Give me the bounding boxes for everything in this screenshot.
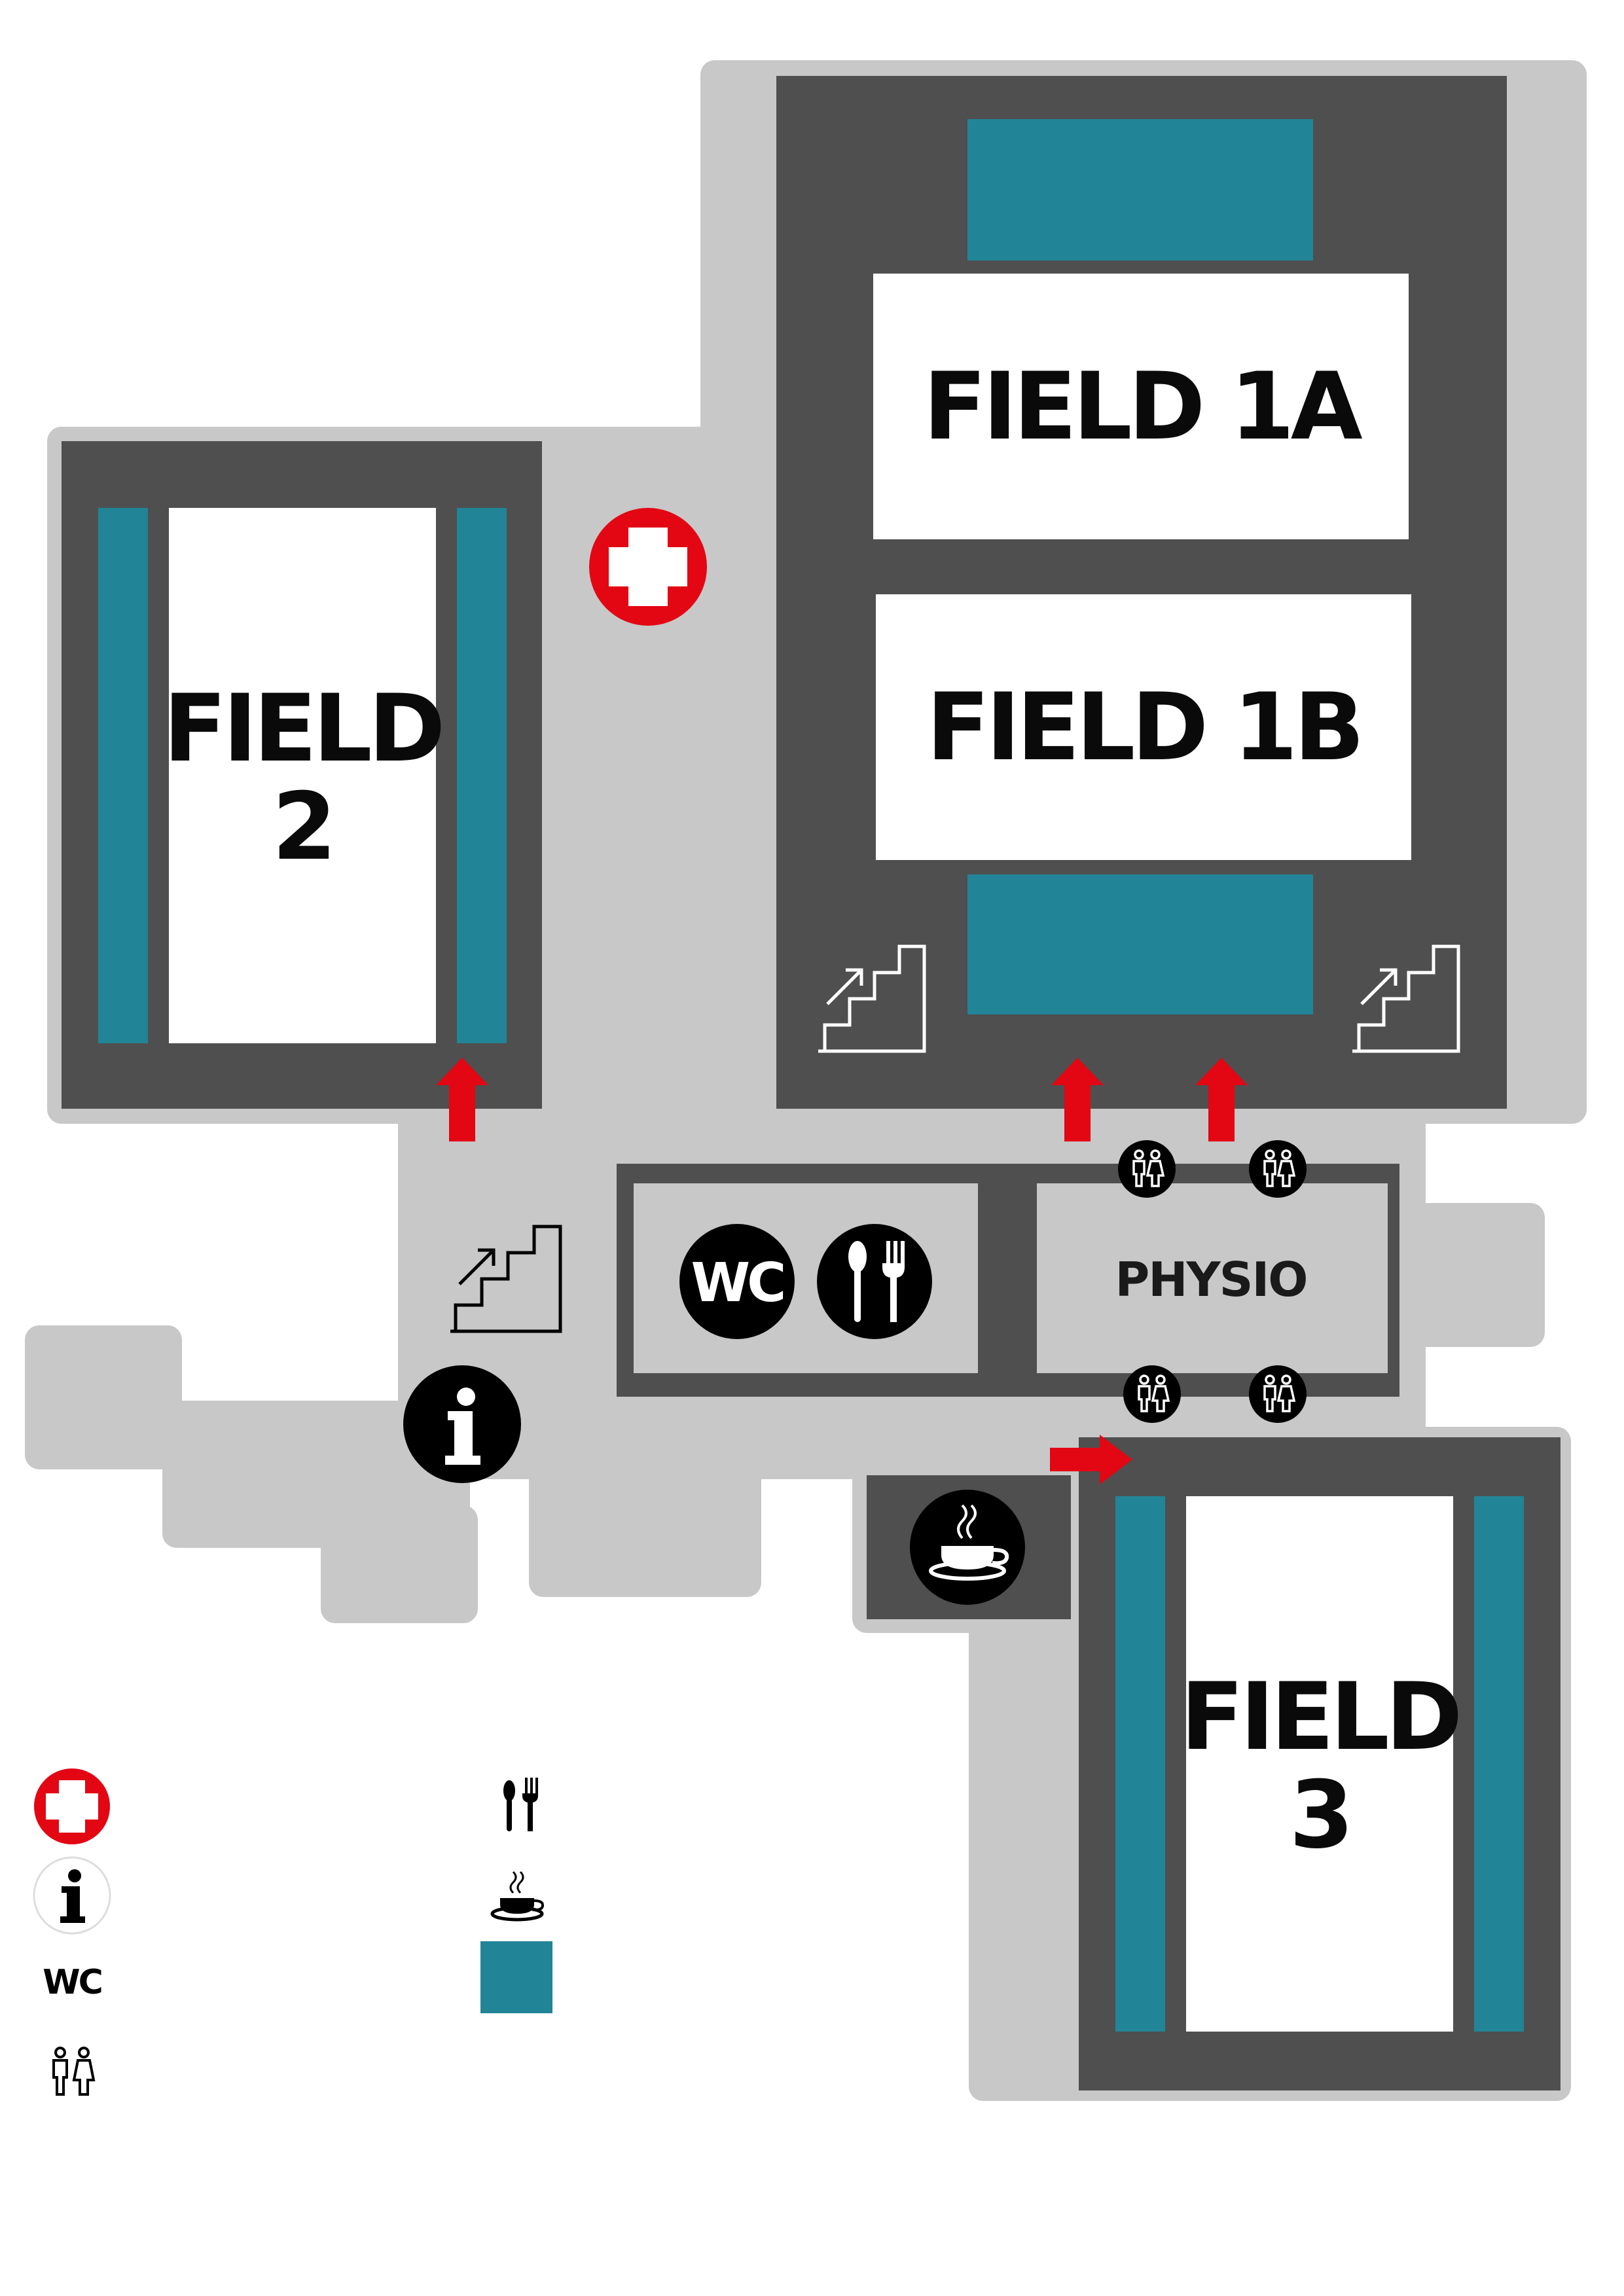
spectator-area-top bbox=[967, 119, 1313, 260]
cafe-building bbox=[867, 1475, 1071, 1619]
physio-label: PHYSIO bbox=[1115, 1252, 1307, 1307]
field-1-hall: FIELD 1A FIELD 1B bbox=[776, 76, 1507, 1109]
spectator-area-right bbox=[1474, 1496, 1524, 2032]
field-2-hall: FIELD 2 bbox=[62, 441, 542, 1109]
field-2-label-line1: FIELD bbox=[163, 675, 441, 783]
spectator-area-bottom bbox=[967, 874, 1313, 1014]
field-1b[interactable] bbox=[876, 594, 1411, 860]
first-aid-icon bbox=[34, 1768, 110, 1844]
spectator-area-swatch bbox=[480, 1941, 552, 2013]
restroom-icon[interactable] bbox=[1249, 1140, 1307, 1198]
field-3[interactable] bbox=[1186, 1496, 1453, 2032]
wc-icon[interactable]: WC bbox=[679, 1224, 795, 1339]
legend: WC bbox=[33, 1768, 552, 2096]
field-1a-label: FIELD 1A bbox=[923, 353, 1362, 461]
spectator-area-right bbox=[457, 508, 507, 1043]
stairs-icon bbox=[450, 1225, 562, 1333]
field-2-label-line2: 2 bbox=[272, 773, 333, 881]
restroom-icon bbox=[52, 2047, 96, 2096]
spectator-area-left bbox=[98, 508, 148, 1043]
wc-label: WC bbox=[691, 1252, 784, 1314]
information-icon[interactable] bbox=[403, 1365, 521, 1483]
restroom-icon[interactable] bbox=[1118, 1140, 1176, 1198]
cafe-icon[interactable] bbox=[910, 1490, 1025, 1605]
service-building: PHYSIO WC bbox=[617, 1164, 1399, 1397]
field-3-label-line1: FIELD bbox=[1180, 1663, 1458, 1771]
field-1b-label: FIELD 1B bbox=[926, 673, 1361, 781]
wc-icon: WC bbox=[43, 1963, 101, 2002]
information-icon bbox=[33, 1856, 111, 1935]
entrance-arrow-icon bbox=[1050, 1435, 1132, 1484]
restroom-icon[interactable] bbox=[1123, 1365, 1181, 1423]
restaurant-icon[interactable] bbox=[817, 1224, 932, 1339]
restroom-icon[interactable] bbox=[1249, 1365, 1307, 1423]
cafe-icon bbox=[490, 1871, 545, 1922]
restaurant-icon bbox=[503, 1778, 538, 1831]
field-3-label-line2: 3 bbox=[1290, 1761, 1350, 1869]
field-3-hall: FIELD 3 bbox=[1079, 1437, 1561, 2090]
field-1a[interactable] bbox=[873, 274, 1409, 539]
physio-room[interactable] bbox=[1037, 1183, 1388, 1373]
spectator-area-left bbox=[1115, 1496, 1165, 2032]
field-2[interactable] bbox=[169, 508, 436, 1043]
first-aid-icon[interactable] bbox=[589, 508, 707, 626]
